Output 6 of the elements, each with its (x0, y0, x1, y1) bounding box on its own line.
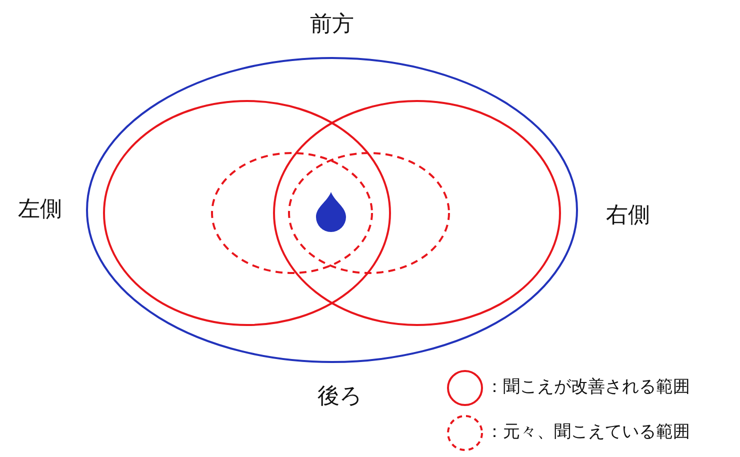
direction-label: 左側 (18, 199, 62, 221)
legend-text: ：聞こえが改善される範囲 (486, 379, 690, 396)
direction-label: 後ろ (318, 386, 362, 408)
direction-label: 右側 (606, 205, 650, 227)
legend-text: ：元々、聞こえている範囲 (486, 424, 690, 441)
direction-label: 前方 (310, 14, 354, 36)
